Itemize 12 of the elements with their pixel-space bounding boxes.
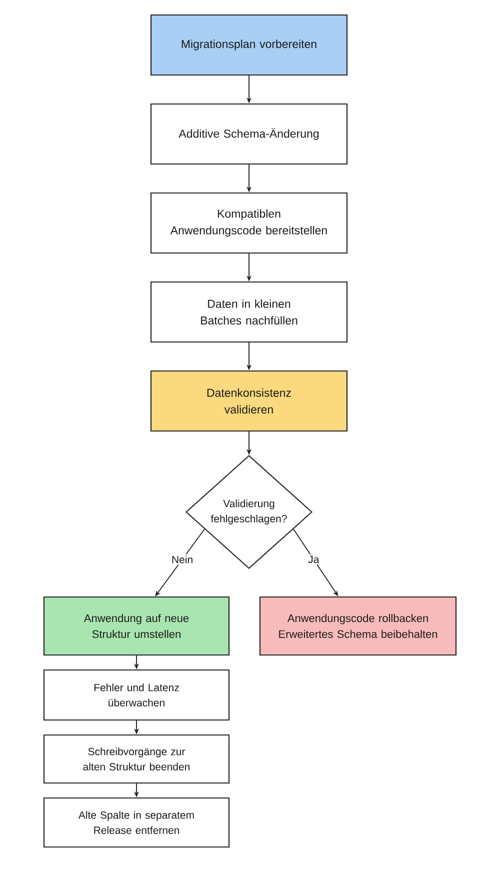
process-box: Alte Spalte in separatem Release entfernen bbox=[43, 797, 230, 848]
edge-label: Ja bbox=[306, 554, 321, 565]
process-box: Daten in kleinen Batches nachfüllen bbox=[150, 281, 348, 343]
process-box: Additive Schema-Änderung bbox=[150, 103, 348, 165]
process-box: Schreibvorgänge zur alten Struktur beenden bbox=[43, 734, 230, 784]
process-box: Datenkonsistenz validieren bbox=[150, 370, 348, 432]
process-box: Anwendungscode rollbacken Erweitertes Schema beibehalten bbox=[259, 596, 457, 656]
process-box: Migrationsplan vorbereiten bbox=[150, 14, 348, 76]
edge-label: Nein bbox=[170, 554, 195, 565]
process-box: Kompatiblen Anwendungscode bereitstellen bbox=[150, 192, 348, 254]
process-box: Fehler und Latenz überwachen bbox=[43, 669, 230, 721]
process-box: Anwendung auf neue Struktur umstellen bbox=[43, 596, 230, 656]
